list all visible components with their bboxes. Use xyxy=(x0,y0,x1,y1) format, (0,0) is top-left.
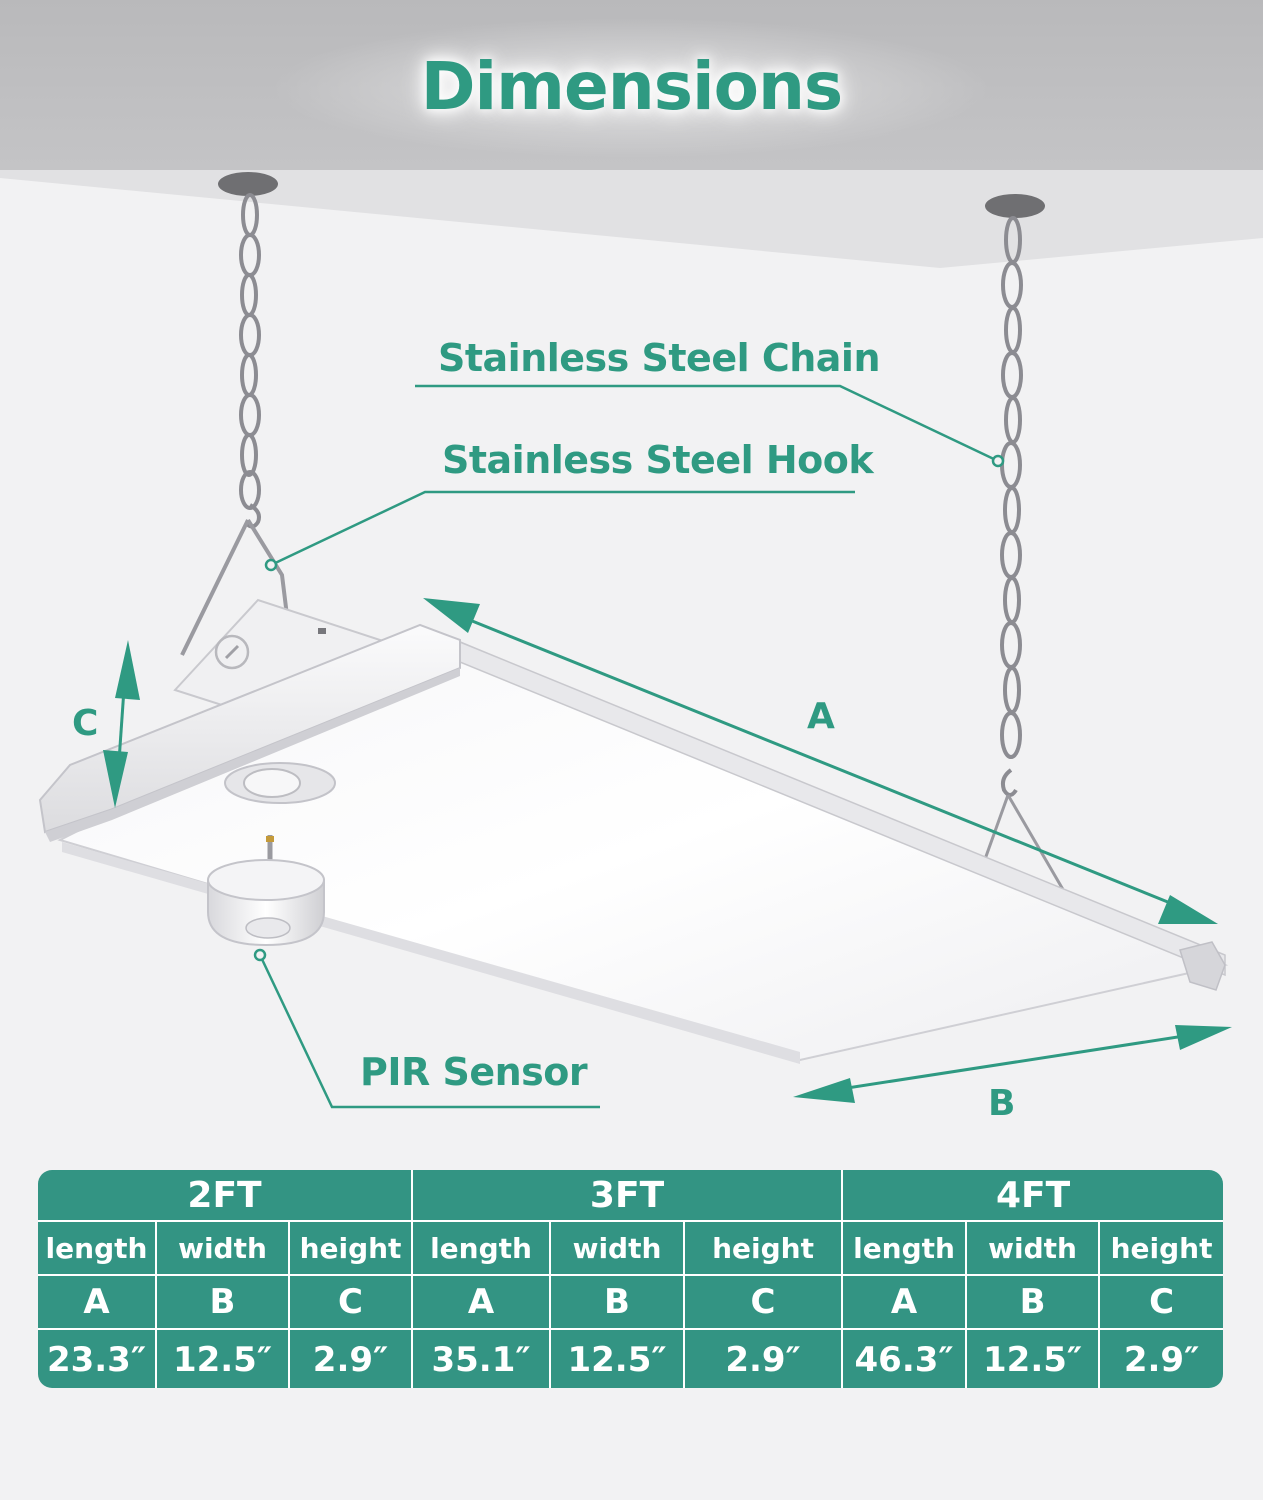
page-title: Dimensions xyxy=(420,48,843,125)
dimension-label-a: A xyxy=(807,696,835,737)
ceiling-mount-right xyxy=(985,194,1045,218)
dim-name-cell: length xyxy=(841,1220,968,1276)
spec-table: 2FT 3FT 4FT length width height length w… xyxy=(38,1170,1223,1388)
dimension-arrow-c xyxy=(103,640,140,808)
dim-letter-cell: B xyxy=(155,1274,290,1330)
chain-left xyxy=(239,193,261,529)
dim-name-cell: height xyxy=(1098,1220,1223,1276)
dim-name-cell: height xyxy=(683,1220,844,1276)
callout-leader-chain xyxy=(415,384,1005,468)
spec-table-grid: 2FT 3FT 4FT length width height length w… xyxy=(38,1170,1223,1388)
dim-value-cell: 46.3″ xyxy=(841,1328,968,1388)
dimension-value-row: 23.3″ 12.5″ 2.9″ 35.1″ 12.5″ 2.9″ 46.3″ … xyxy=(38,1328,1223,1388)
dim-name-cell: width xyxy=(155,1220,290,1276)
dim-name-cell: height xyxy=(287,1220,414,1276)
dim-name-cell: length xyxy=(411,1220,552,1276)
dimension-arrow-a xyxy=(423,598,1218,924)
dimension-arrow-b xyxy=(793,1025,1232,1103)
dim-letter-cell: C xyxy=(287,1274,414,1330)
callout-sensor-label: PIR Sensor xyxy=(360,1050,588,1094)
dim-letter-cell: B xyxy=(549,1274,686,1330)
dim-value-cell: 23.3″ xyxy=(38,1328,157,1388)
callout-leader-hook xyxy=(264,490,855,572)
dim-value-cell: 12.5″ xyxy=(155,1328,290,1388)
dim-letter-cell: A xyxy=(38,1274,157,1330)
dim-value-cell: 12.5″ xyxy=(549,1328,686,1388)
dim-letter-cell: B xyxy=(965,1274,1101,1330)
dim-value-cell: 2.9″ xyxy=(1098,1328,1223,1388)
dimension-letter-row: A B C A B C A B C xyxy=(38,1274,1223,1330)
dim-letter-cell: A xyxy=(411,1274,552,1330)
dim-name-cell: width xyxy=(965,1220,1101,1276)
dim-value-cell: 35.1″ xyxy=(411,1328,552,1388)
size-header-2ft: 2FT xyxy=(38,1170,414,1222)
dim-value-cell: 2.9″ xyxy=(287,1328,414,1388)
dim-value-cell: 12.5″ xyxy=(965,1328,1101,1388)
callout-leader-sensor xyxy=(253,948,600,1109)
callout-hook-label: Stainless Steel Hook xyxy=(442,438,874,482)
ceiling-mount-left xyxy=(218,172,278,196)
dim-name-cell: width xyxy=(549,1220,686,1276)
dim-name-cell: length xyxy=(38,1220,157,1276)
ceiling xyxy=(0,0,1263,268)
size-header-3ft: 3FT xyxy=(411,1170,844,1222)
size-header-row: 2FT 3FT 4FT xyxy=(38,1170,1223,1222)
size-header-4ft: 4FT xyxy=(841,1170,1223,1222)
dim-value-cell: 2.9″ xyxy=(683,1328,844,1388)
dimension-label-c: C xyxy=(72,703,99,744)
dim-letter-cell: C xyxy=(683,1274,844,1330)
chain-right xyxy=(1000,216,1023,797)
hook-wire-right xyxy=(982,794,1067,894)
dimension-name-row: length width height length width height … xyxy=(38,1220,1223,1276)
dim-letter-cell: A xyxy=(841,1274,968,1330)
dimension-label-b: B xyxy=(988,1083,1016,1124)
callout-chain-label: Stainless Steel Chain xyxy=(438,336,881,380)
light-fixture xyxy=(38,598,1229,1064)
dim-letter-cell: C xyxy=(1098,1274,1223,1330)
